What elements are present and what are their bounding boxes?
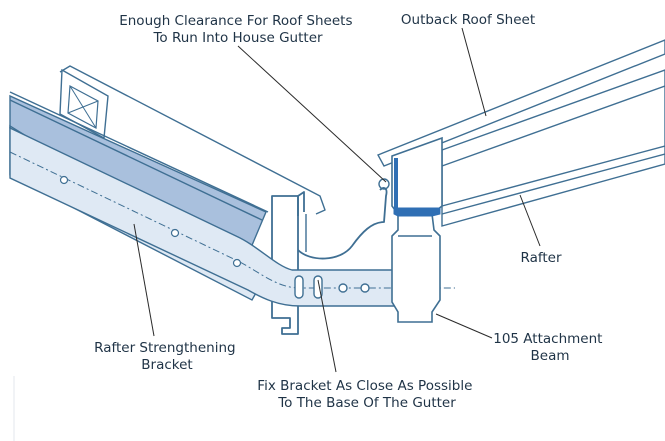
leader-fix — [317, 279, 337, 373]
label-beam-line1: 105 Attachment — [493, 331, 602, 347]
label-beam-line2: Beam — [531, 348, 570, 364]
bracket-slot — [294, 275, 304, 299]
label-attachment-beam: 105 Attachment Beam — [493, 331, 607, 364]
bracket-hole — [360, 283, 370, 293]
label-clearance: Enough Clearance For Roof Sheets To Run … — [119, 13, 357, 46]
leader-beam — [435, 313, 493, 339]
leader-clearance — [237, 45, 387, 183]
house-gutter — [271, 178, 390, 335]
label-clearance-line2: To Run Into House Gutter — [152, 30, 323, 46]
bracket-hole — [232, 258, 242, 268]
label-strengthening-line2: Bracket — [141, 357, 192, 373]
bracket-hole — [338, 283, 348, 293]
bracket-hole — [59, 175, 69, 185]
bracket-hole — [170, 228, 180, 238]
label-clearance-line1: Enough Clearance For Roof Sheets — [119, 13, 352, 29]
label-fix-bracket: Fix Bracket As Close As Possible To The … — [257, 378, 476, 411]
label-rafter: Rafter — [520, 250, 561, 266]
label-fix-line1: Fix Bracket As Close As Possible — [257, 378, 472, 394]
label-fix-line2: To The Base Of The Gutter — [277, 395, 456, 411]
leader-lines — [133, 27, 541, 373]
label-rafter-strengthening: Rafter Strengthening Bracket — [94, 340, 240, 373]
label-strengthening-line1: Rafter Strengthening — [94, 340, 235, 356]
attachment-beam — [391, 136, 443, 323]
leader-rafter — [519, 194, 541, 247]
labels: Enough Clearance For Roof Sheets To Run … — [94, 12, 607, 411]
leader-strengthening — [133, 223, 155, 337]
leader-outback — [461, 27, 487, 117]
label-outback-roof-sheet: Outback Roof Sheet — [401, 12, 535, 28]
outback-roof-sheet-shape — [377, 39, 665, 167]
